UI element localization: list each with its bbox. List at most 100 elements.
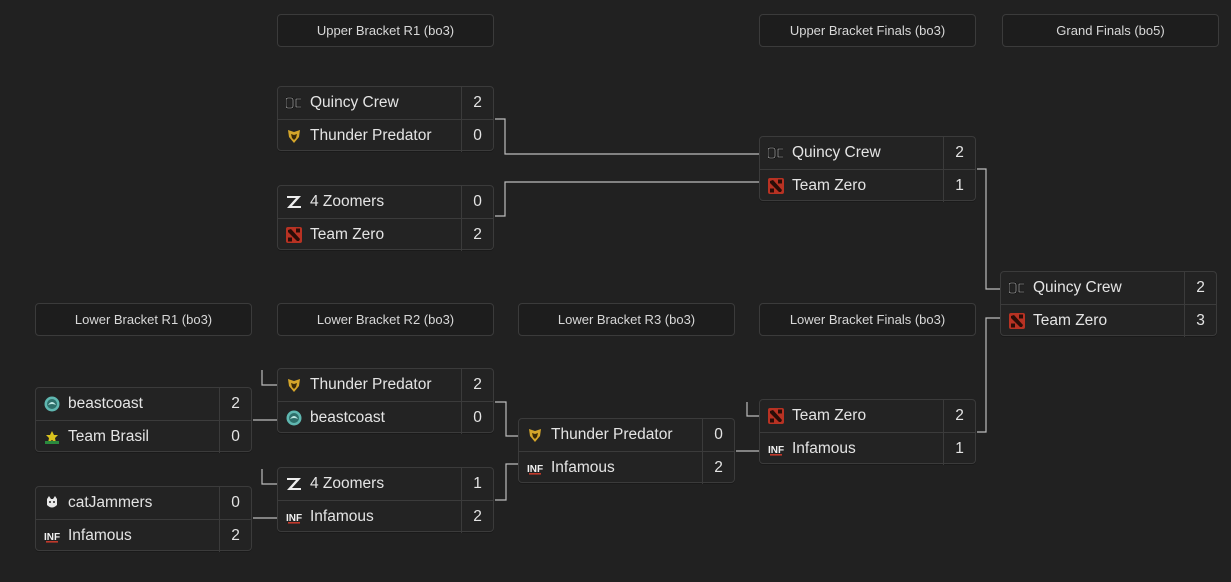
round-header-lb-finals: Lower Bracket Finals (bo3) [759,303,976,336]
team-row[interactable]: Team Brasil 0 [36,420,251,453]
round-header-lb-r1: Lower Bracket R1 (bo3) [35,303,252,336]
team-name: Infamous [792,440,856,457]
team-score: 1 [461,468,493,500]
svg-text:INF: INF [768,445,784,456]
team-row[interactable]: catJammers 0 [36,487,251,519]
connector-lbr2-1 [495,401,518,437]
team-row[interactable]: 4 Zoomers 1 [278,468,493,500]
team-score: 2 [702,452,734,484]
team-row[interactable]: Quincy Crew 2 [1001,272,1216,304]
quincy-crew-logo [286,95,302,111]
connector-ubr1-2 [495,181,759,217]
connector-ubf-gf [977,168,1001,290]
team-row[interactable]: beastcoast 2 [36,388,251,420]
connector-lbr2-2 [495,463,518,501]
round-header-lb-r3: Lower Bracket R3 (bo3) [518,303,735,336]
team-name: Team Zero [1033,312,1108,329]
team-row[interactable]: Team Zero 2 [760,400,975,432]
team-score: 2 [461,219,493,251]
thunder-predator-logo [286,377,302,393]
team-brasil-logo [44,429,60,445]
team-score: 0 [461,120,493,152]
team-name: 4 Zoomers [310,193,385,210]
team-zero-logo [768,408,784,424]
catjammers-logo [44,495,60,511]
team-row[interactable]: INF Infamous 2 [519,451,734,484]
team-name: Quincy Crew [310,94,399,111]
team-name: catJammers [68,494,153,511]
team-score: 0 [702,419,734,451]
team-score: 2 [1184,272,1216,304]
team-row[interactable]: Team Zero 3 [1001,304,1216,337]
team-name: 4 Zoomers [310,475,385,492]
team-name: Infamous [68,527,132,544]
team-score: 0 [219,487,251,519]
team-name: Thunder Predator [310,127,432,144]
team-name: beastcoast [310,409,385,426]
quincy-crew-logo [768,145,784,161]
team-score: 1 [943,433,975,465]
team-row[interactable]: Thunder Predator 0 [519,419,734,451]
team-row[interactable]: INF Infamous 1 [760,432,975,465]
team-score: 2 [219,388,251,420]
team-score: 0 [461,186,493,218]
team-name: Quincy Crew [792,144,881,161]
connector-drop-lbf [746,402,759,417]
team-score: 2 [943,400,975,432]
team-name: Team Brasil [68,428,149,445]
team-name: Quincy Crew [1033,279,1122,296]
thunder-predator-logo [286,128,302,144]
team-name: Team Zero [792,407,867,424]
connector-drop-lbr2-1 [261,370,277,386]
team-score: 2 [219,520,251,552]
team-row[interactable]: Quincy Crew 2 [278,87,493,119]
4-zoomers-logo [286,476,302,492]
team-score: 0 [219,421,251,453]
team-score: 1 [943,170,975,202]
round-header-ub-finals: Upper Bracket Finals (bo3) [759,14,976,47]
team-row[interactable]: Quincy Crew 2 [760,137,975,169]
svg-text:INF: INF [527,464,543,475]
connector-drop-lbr2-2 [261,469,277,485]
team-name: beastcoast [68,395,143,412]
team-name: Team Zero [792,177,867,194]
infamous-logo: INF [768,441,784,457]
team-score: 2 [461,369,493,401]
team-name: Thunder Predator [551,426,673,443]
beastcoast-logo [44,396,60,412]
infamous-logo: INF [527,460,543,476]
team-score: 2 [461,501,493,533]
team-score: 3 [1184,305,1216,337]
beastcoast-logo [286,410,302,426]
thunder-predator-logo [527,427,543,443]
team-score: 2 [461,87,493,119]
team-zero-logo [768,178,784,194]
4-zoomers-logo [286,194,302,210]
team-row[interactable]: Thunder Predator 0 [278,119,493,152]
quincy-crew-logo [1009,280,1025,296]
team-row[interactable]: Team Zero 1 [760,169,975,202]
team-row[interactable]: 4 Zoomers 0 [278,186,493,218]
svg-text:INF: INF [286,513,302,524]
infamous-logo: INF [44,528,60,544]
team-name: Infamous [551,459,615,476]
infamous-logo: INF [286,509,302,525]
team-score: 2 [943,137,975,169]
round-header-ub-r1: Upper Bracket R1 (bo3) [277,14,494,47]
team-row[interactable]: INF Infamous 2 [36,519,251,552]
